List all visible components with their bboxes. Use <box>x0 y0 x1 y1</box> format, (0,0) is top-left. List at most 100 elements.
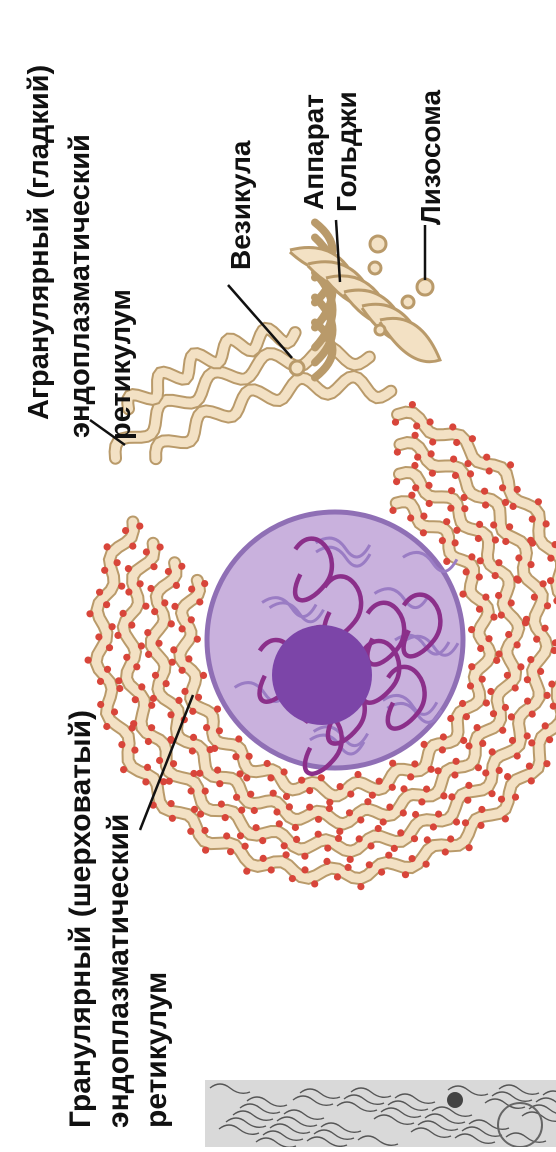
ribosome <box>547 555 554 562</box>
ribosome <box>214 706 221 713</box>
ribosome <box>267 774 274 781</box>
ribosome <box>104 666 111 673</box>
ribosome <box>301 866 308 873</box>
ribosome <box>452 539 459 546</box>
ribosome <box>179 625 186 632</box>
ribosome <box>499 727 506 734</box>
ribosome <box>482 594 489 601</box>
ribosome <box>468 663 475 670</box>
ribosome <box>104 543 111 550</box>
ribosome <box>440 733 447 740</box>
ribosome <box>507 461 514 468</box>
ribosome <box>448 793 455 800</box>
ribosome <box>238 807 245 814</box>
ribosome <box>150 695 157 702</box>
ribosome <box>190 734 197 741</box>
ribosome <box>315 831 322 838</box>
golgi-vesicle <box>369 262 381 274</box>
ribosome <box>169 815 176 822</box>
ribosome <box>483 699 490 706</box>
ribosome <box>286 803 293 810</box>
ribosome <box>463 713 470 720</box>
ribosome <box>407 773 414 780</box>
ribosome <box>476 606 483 613</box>
ribosome <box>243 868 250 875</box>
ribosome <box>131 747 138 754</box>
ribosome <box>389 760 396 767</box>
ribosome <box>311 880 318 887</box>
ribosome <box>242 843 249 850</box>
micrograph-bg <box>205 1080 556 1147</box>
ribosome <box>477 645 484 652</box>
ribosome <box>502 538 509 545</box>
ribosome <box>498 796 505 803</box>
ribosome <box>129 543 136 550</box>
ribosome <box>537 668 544 675</box>
ribosome <box>499 484 506 491</box>
ribosome <box>378 869 385 876</box>
ribosome <box>450 456 457 463</box>
ribosome <box>163 680 170 687</box>
ribosome <box>171 603 178 610</box>
ribosome <box>218 801 225 808</box>
golgi-vesicle <box>417 279 433 295</box>
ribosome <box>111 708 118 715</box>
ribosome <box>156 757 163 764</box>
ribosome <box>411 462 418 469</box>
ribosome <box>402 871 409 878</box>
smooth-er-tubule <box>156 377 391 459</box>
ribosome <box>188 787 195 794</box>
ribosome <box>467 682 474 689</box>
ribosome <box>468 626 475 633</box>
nucleolus <box>272 625 372 725</box>
ribosome <box>465 742 472 749</box>
ribosome <box>364 798 371 805</box>
ribosome <box>233 794 240 801</box>
ribosome <box>337 783 344 790</box>
ribosome <box>512 684 519 691</box>
ribosome <box>543 760 550 767</box>
nucleus <box>207 512 463 774</box>
ribosome <box>97 701 104 708</box>
ribosome <box>467 470 474 477</box>
ribosome <box>191 806 198 813</box>
label-smooth-er-2: эндоплазматический <box>64 134 96 438</box>
ribosome <box>541 625 548 632</box>
label-lysosome: Лизосома <box>415 90 446 225</box>
ribosome <box>281 768 288 775</box>
ribosome <box>420 529 427 536</box>
ribosome <box>496 767 503 774</box>
label-rough-er-line-3: ретикулум <box>140 972 173 1128</box>
ribosome <box>490 710 497 717</box>
ribosome <box>515 554 522 561</box>
ribosome <box>143 548 150 555</box>
ribosome <box>428 450 435 457</box>
ribosome <box>142 603 149 610</box>
ribosome <box>488 790 495 797</box>
ribosome <box>408 492 415 499</box>
ribosome <box>504 672 511 679</box>
ribosome <box>495 559 502 566</box>
smooth-er-membranes <box>115 329 391 459</box>
ribosome <box>424 836 431 843</box>
ribosome <box>347 856 354 863</box>
ribosome <box>123 654 130 661</box>
ribosome <box>540 580 547 587</box>
ribosome <box>148 702 155 709</box>
ribosome <box>479 676 486 683</box>
ribosome <box>414 454 421 461</box>
ribosome <box>115 677 122 684</box>
ribosome <box>223 832 230 839</box>
ribosome <box>495 592 502 599</box>
ribosome <box>492 536 499 543</box>
ribosome <box>201 580 208 587</box>
ribosome <box>188 616 195 623</box>
ribosome <box>179 667 186 674</box>
ribosome <box>150 563 157 570</box>
ribosome <box>411 835 418 842</box>
ribosome <box>289 875 296 882</box>
ribosome <box>413 422 420 429</box>
ribosome <box>514 752 521 759</box>
ribosome <box>122 527 129 534</box>
